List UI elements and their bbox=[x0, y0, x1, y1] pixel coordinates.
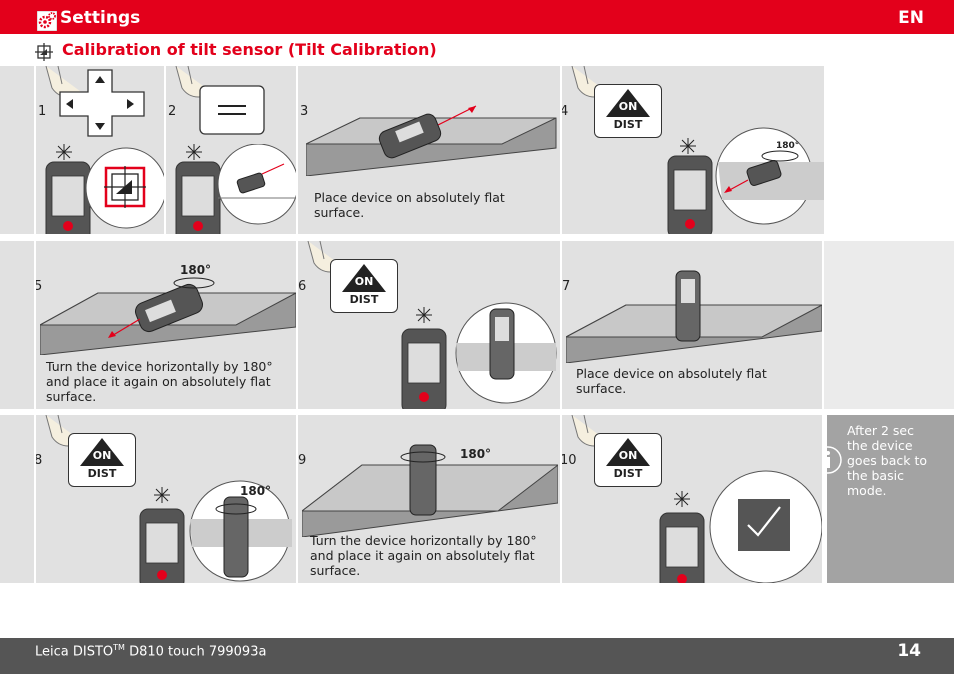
step-number: 1 bbox=[38, 104, 47, 119]
rotation-label: 180° bbox=[240, 484, 272, 498]
step-number: 2 bbox=[168, 104, 177, 119]
step-9-panel: 9 180° Turn the device horizontally by 1… bbox=[298, 415, 560, 583]
tilt-calibration-icon bbox=[35, 43, 53, 61]
step-5-panel: 5 180° Turn the device horizontally by 1… bbox=[36, 241, 296, 409]
menu-button-icon bbox=[199, 85, 265, 135]
step-number: 3 bbox=[300, 104, 309, 119]
step-number: 10 bbox=[562, 453, 577, 468]
dist-label: DIST bbox=[349, 293, 379, 306]
step-number: 4 bbox=[562, 104, 569, 119]
step-7-panel: 7 Place device on absolutely flat surfac… bbox=[562, 241, 822, 409]
device-upright-flat-surface-illustration bbox=[566, 270, 822, 363]
row-spacer bbox=[0, 415, 34, 583]
device-upright-rotation-illustration bbox=[139, 480, 292, 583]
rotation-label: 180° bbox=[180, 263, 212, 277]
page-number: 14 bbox=[897, 641, 921, 661]
step-number: 5 bbox=[36, 279, 43, 294]
language-code: EN bbox=[898, 8, 924, 28]
device-upright-illustration bbox=[401, 302, 557, 409]
on-triangle-icon bbox=[342, 264, 386, 292]
dist-label: DIST bbox=[613, 467, 643, 480]
footer-product-prefix: Leica DISTO bbox=[35, 644, 114, 660]
footer-product: Leica DISTOTM D810 touch 799093a bbox=[35, 643, 266, 659]
device-rotation-illustration bbox=[667, 127, 824, 234]
step-2-panel: 2 bbox=[166, 66, 296, 234]
on-dist-button: ON DIST bbox=[68, 433, 136, 487]
info-panel: After 2 sec the device goes back to the … bbox=[827, 415, 954, 583]
rotation-label: 180° bbox=[776, 141, 800, 151]
step-6-panel: 6 ON DIST bbox=[298, 241, 560, 409]
on-label: ON bbox=[92, 449, 112, 462]
info-text: After 2 sec the device goes back to the … bbox=[847, 423, 927, 498]
on-triangle-icon bbox=[606, 438, 650, 466]
step-3-panel: 3 Place device on absolutely flat surfac… bbox=[298, 66, 560, 234]
dist-label: DIST bbox=[613, 118, 643, 131]
step-caption: Place device on absolutely flat surface. bbox=[314, 190, 505, 220]
step-caption: Turn the device horizontally by 180° and… bbox=[310, 533, 537, 578]
step-number: 9 bbox=[298, 453, 307, 468]
rotation-label: 180° bbox=[460, 447, 492, 461]
header-title: Settings bbox=[60, 8, 141, 28]
row-spacer bbox=[0, 241, 34, 409]
device-confirmation-illustration bbox=[659, 470, 822, 583]
on-dist-button: ON DIST bbox=[594, 84, 662, 138]
settings-gear-icon bbox=[37, 11, 57, 31]
footer-bar: Leica DISTOTM D810 touch 799093a 14 bbox=[0, 638, 954, 674]
device-zoom-illustration bbox=[175, 144, 296, 234]
step-8-panel: 8 ON DIST 180° bbox=[36, 415, 296, 583]
step-4-panel: 4 ON DIST 180° bbox=[562, 66, 824, 234]
empty-panel bbox=[824, 241, 954, 409]
on-dist-button: ON DIST bbox=[330, 259, 398, 313]
device-upright-rotated-flat-surface-illustration bbox=[302, 444, 558, 537]
device-rotated-flat-surface-illustration bbox=[40, 277, 296, 355]
step-caption: Turn the device horizontally by 180° and… bbox=[46, 359, 273, 404]
on-label: ON bbox=[618, 100, 638, 113]
dist-label: DIST bbox=[87, 467, 117, 480]
footer-product-suffix: D810 touch 799093a bbox=[124, 644, 267, 660]
info-icon bbox=[827, 446, 842, 474]
step-number: 6 bbox=[298, 279, 307, 294]
device-with-tilt-calibration-screen bbox=[45, 144, 164, 234]
on-label: ON bbox=[354, 275, 374, 288]
step-caption: Place device on absolutely flat surface. bbox=[576, 366, 767, 396]
row-spacer bbox=[0, 66, 34, 234]
on-dist-button: ON DIST bbox=[594, 433, 662, 487]
on-triangle-icon bbox=[80, 438, 124, 466]
step-number: 7 bbox=[562, 279, 571, 294]
header-bar: Settings EN bbox=[0, 0, 954, 34]
trademark-mark: TM bbox=[113, 643, 125, 652]
section-title: Calibration of tilt sensor (Tilt Calibra… bbox=[62, 40, 437, 59]
on-label: ON bbox=[618, 449, 638, 462]
on-triangle-icon bbox=[606, 89, 650, 117]
dpad-icon bbox=[59, 69, 145, 137]
step-1-panel: 1 bbox=[36, 66, 164, 234]
step-number: 8 bbox=[36, 453, 43, 468]
step-10-panel: 10 ON DIST bbox=[562, 415, 822, 583]
device-flat-surface-illustration bbox=[306, 105, 557, 176]
